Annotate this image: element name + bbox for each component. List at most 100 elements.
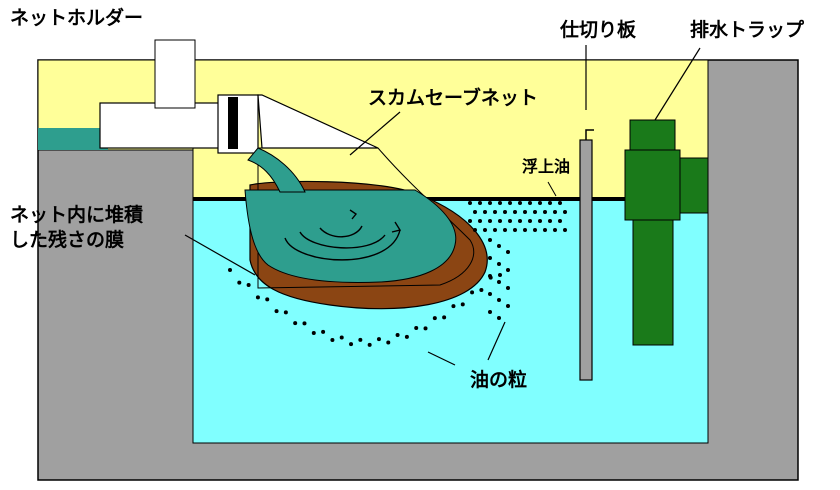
inflow-stream	[247, 147, 306, 193]
oil-particle	[414, 325, 419, 330]
oil-particle	[498, 273, 502, 277]
label-drain-trap: 排水トラップ	[690, 19, 805, 41]
oil-particle	[498, 201, 502, 205]
oil-particle	[473, 210, 477, 214]
inlet-channel-water	[38, 128, 108, 150]
label-scum-save-net: スカムセーブネット	[368, 87, 538, 109]
oil-particle	[470, 290, 475, 295]
oil-particle	[488, 219, 492, 223]
oil-particle	[488, 292, 492, 296]
oil-particle	[488, 274, 492, 278]
oil-particle	[349, 342, 354, 347]
drain-trap-outlet	[679, 157, 709, 214]
inlet-pipe-end	[154, 39, 196, 109]
oil-particle	[478, 201, 482, 205]
oil-particle	[543, 210, 547, 214]
oil-particle	[311, 330, 316, 335]
swirl-arrows	[284, 209, 402, 261]
oil-particle	[523, 228, 527, 232]
oil-particle	[553, 210, 557, 214]
oil-particle	[553, 228, 557, 232]
oil-particle	[548, 201, 552, 205]
oil-particle	[508, 201, 512, 205]
oil-particle	[543, 228, 547, 232]
oil-particle	[503, 228, 507, 232]
oil-particle	[513, 210, 517, 214]
oil-particle	[293, 321, 298, 326]
drain-trap-cap	[629, 119, 676, 151]
oil-particle	[506, 268, 510, 272]
scum-net	[257, 147, 475, 289]
partition-board-hook	[585, 129, 594, 140]
oil-particle	[508, 219, 512, 223]
oil-particle	[376, 337, 381, 342]
oil-particle	[563, 228, 567, 232]
oil-particle	[523, 210, 527, 214]
oil-particle	[538, 219, 542, 223]
oil-particle	[533, 228, 537, 232]
label-film-line2: した残さの膜	[10, 229, 125, 251]
drain-trap-leader	[654, 47, 701, 121]
oil-particle	[558, 201, 562, 205]
oil-particle	[358, 337, 363, 342]
oil-particle	[497, 244, 501, 248]
film-leader	[184, 234, 256, 276]
oil-particle	[451, 304, 456, 309]
oil-particle	[478, 219, 482, 223]
oil-particle	[302, 321, 307, 326]
oil-particle	[518, 201, 522, 205]
oil-particle	[488, 256, 492, 260]
oil-particle	[246, 283, 251, 288]
oil-particle	[558, 219, 562, 223]
oil-particle	[497, 298, 501, 302]
oil-particle	[548, 219, 552, 223]
oil-particle	[513, 228, 517, 232]
oil-particle	[506, 286, 510, 290]
oil-particle	[255, 295, 260, 300]
oil-particle	[386, 340, 391, 345]
oil-particle	[468, 201, 472, 205]
oil-particle	[528, 219, 532, 223]
oil-particle	[473, 228, 477, 232]
label-oil-particles: 油の粒	[470, 369, 528, 391]
oil-particle	[330, 338, 335, 343]
oil-particle	[228, 268, 232, 272]
oil-particle	[468, 219, 472, 223]
oil-particle	[493, 228, 497, 232]
oil-particle	[274, 309, 279, 314]
inlet-pipe	[99, 102, 231, 149]
oil-particle	[460, 302, 465, 307]
scum-net-leader	[349, 111, 401, 156]
oil-particle	[497, 280, 501, 284]
net-holder-band	[228, 97, 238, 149]
oil-particle	[518, 219, 522, 223]
oil-particle	[404, 334, 409, 339]
label-net-holder: ネットホルダー	[10, 7, 144, 29]
oil-particle	[497, 262, 501, 266]
oil-particle	[506, 304, 510, 308]
oil-particle	[506, 250, 510, 254]
oil-particle	[493, 210, 497, 214]
oil-particle	[442, 315, 447, 320]
oil-particle	[528, 201, 532, 205]
label-film-line1: ネット内に堆積	[10, 204, 144, 226]
oil-particle	[423, 326, 428, 331]
oil-particle	[237, 280, 242, 285]
drain-trap-pipe	[632, 219, 674, 346]
oil-particles-leader-2	[487, 321, 506, 361]
oil-particle	[498, 219, 502, 223]
oil-particle	[283, 310, 288, 315]
oil-particle	[488, 238, 492, 242]
oil-particles-leader-1	[427, 351, 456, 366]
oil-particle	[265, 297, 270, 302]
floating-oil-leader	[547, 181, 557, 197]
oil-particle	[488, 201, 492, 205]
oil-particle	[533, 210, 537, 214]
oil-particle	[497, 316, 501, 320]
oil-particle	[367, 342, 372, 347]
oil-particle	[339, 335, 344, 340]
label-floating-oil: 浮上油	[522, 157, 571, 176]
oil-particles	[228, 201, 567, 347]
